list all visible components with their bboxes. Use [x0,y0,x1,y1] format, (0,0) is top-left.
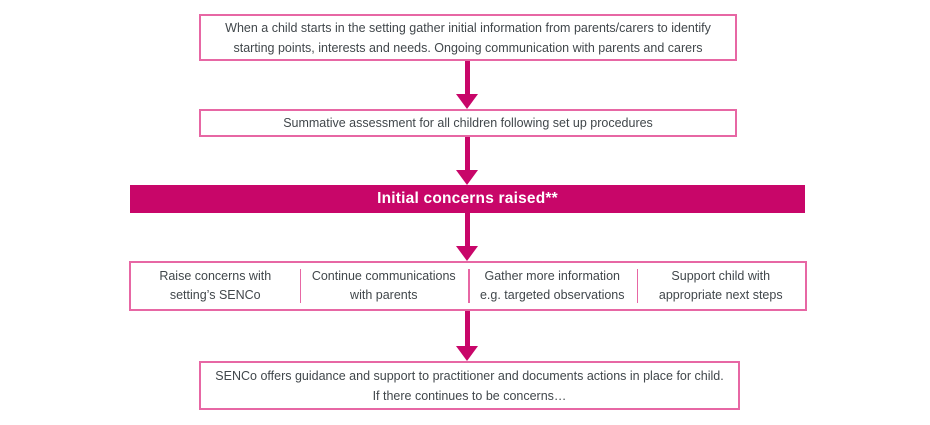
banner-label: Initial concerns raised** [377,190,558,207]
box-initial-information-line2: starting points, interests and needs. On… [233,40,703,55]
option-line1: Raise concerns with [159,269,272,283]
option-line1: Continue communications [311,269,456,283]
option-line2: setting’s SENCo [169,288,261,302]
down-arrow-icon [456,311,478,361]
box-senco-guidance: SENCo offers guidance and support to pra… [199,361,740,410]
down-arrow-icon [456,61,478,109]
arrow-shaft [464,61,470,94]
arrow-head [456,94,478,109]
options-row: Raise concerns with setting’s SENCo Cont… [129,261,807,311]
box-summative-assessment: Summative assessment for all children fo… [199,109,737,137]
arrow-shaft [464,311,470,346]
option-line2: with parents [350,288,418,302]
box-summative-assessment-line1: Summative assessment for all children fo… [283,116,653,130]
option-line1: Gather more information [484,269,620,283]
option-raise-concerns: Raise concerns with setting’s SENCo [131,263,300,309]
column-divider [299,269,301,303]
arrow-shaft [464,213,470,246]
box-initial-information: When a child starts in the setting gathe… [199,14,737,61]
arrow-head [456,170,478,185]
box-senco-guidance-line2: If there continues to be concerns… [372,388,567,403]
option-gather-information: Gather more information e.g. targeted ob… [468,263,637,309]
box-initial-information-line1: When a child starts in the setting gathe… [225,20,711,35]
box-senco-guidance-line1: SENCo offers guidance and support to pra… [215,368,724,383]
column-divider [636,269,638,303]
down-arrow-icon [456,137,478,185]
arrow-shaft [464,137,470,170]
option-line2: e.g. targeted observations [479,288,625,302]
option-line2: appropriate next steps [658,288,783,302]
banner-initial-concerns: Initial concerns raised** [130,185,805,213]
column-divider [468,269,470,303]
option-line1: Support child with [671,269,771,283]
arrow-head [456,246,478,261]
option-continue-communications: Continue communications with parents [300,263,469,309]
arrow-head [456,346,478,361]
option-support-child: Support child with appropriate next step… [637,263,806,309]
down-arrow-icon [456,213,478,261]
